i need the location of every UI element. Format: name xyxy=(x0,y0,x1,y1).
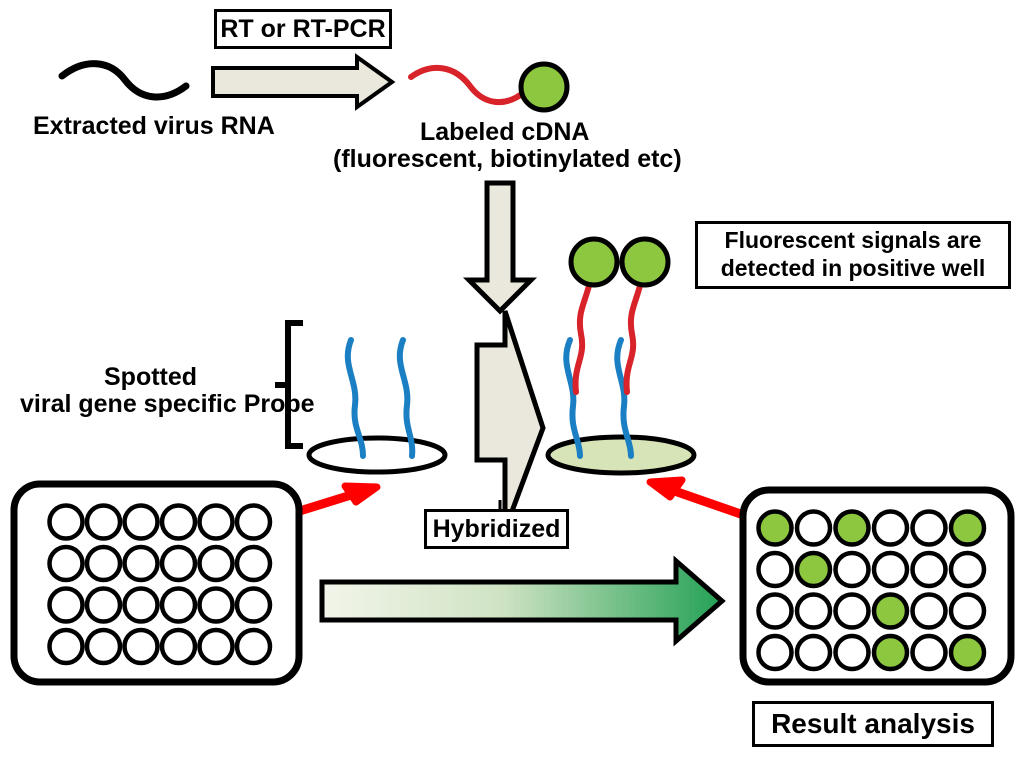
well-positive xyxy=(756,509,794,547)
well-negative xyxy=(833,633,871,672)
probe-spot-empty xyxy=(306,337,448,475)
fluorescent-signals-line2: detected in positive well xyxy=(720,255,986,281)
rt-pcr-arrow xyxy=(211,53,396,111)
well-negative xyxy=(159,503,198,541)
probe-strand-icon xyxy=(396,337,416,459)
well-positive xyxy=(871,592,910,630)
well-positive xyxy=(871,633,910,672)
well-negative xyxy=(794,509,833,547)
fluorescent-signals-box: Fluorescent signals are detected in posi… xyxy=(695,221,1011,289)
hybridized-label: Hybridized xyxy=(432,515,561,543)
well-negative xyxy=(234,544,273,583)
well-negative xyxy=(948,592,987,630)
result-analysis-label: Result analysis xyxy=(771,708,975,740)
well-negative xyxy=(84,503,123,541)
well-negative xyxy=(47,503,85,541)
fluorescent-signals-line1: Fluorescent signals are xyxy=(724,227,982,254)
well-negative xyxy=(197,503,235,541)
well-negative xyxy=(122,586,160,624)
probe-strand-icon xyxy=(614,337,634,459)
well-negative xyxy=(756,592,794,630)
spotted-probe-label-line1: Spotted xyxy=(104,363,198,391)
spotted-probe-bracket xyxy=(275,320,303,449)
well-negative xyxy=(159,627,198,666)
well-negative xyxy=(47,544,85,583)
labeled-cdna-strand xyxy=(408,61,570,113)
extracted-rna-label: Extracted virus RNA xyxy=(33,112,275,140)
result-analysis-box: Result analysis xyxy=(752,701,994,747)
well-negative xyxy=(47,586,85,624)
cdna-strand-icon xyxy=(572,265,595,395)
hybridize-arrow xyxy=(474,310,546,531)
well-negative xyxy=(871,509,910,547)
well-negative xyxy=(197,544,235,583)
probe-spot-hybridized xyxy=(545,236,697,476)
probe-strand-icon xyxy=(344,337,366,459)
well-negative xyxy=(84,627,123,666)
well-negative xyxy=(910,633,948,672)
well-negative xyxy=(197,627,235,666)
well-negative xyxy=(871,550,910,589)
well-negative xyxy=(756,633,794,672)
well-negative xyxy=(234,586,273,624)
spotted-probe-label-line2: viral gene specific Probe xyxy=(20,390,315,418)
result-plate-wells xyxy=(756,509,987,672)
well-negative xyxy=(47,627,85,666)
well-negative xyxy=(234,503,273,541)
fluorescent-tag-icon xyxy=(568,236,620,288)
well-negative xyxy=(756,550,794,589)
well-positive xyxy=(794,550,833,589)
cdna-strand-icon xyxy=(623,265,646,395)
well-negative xyxy=(159,586,198,624)
well-negative xyxy=(84,544,123,583)
well-positive xyxy=(833,509,871,547)
well-negative xyxy=(122,544,160,583)
extracted-rna-strand xyxy=(58,60,190,101)
well-negative xyxy=(910,550,948,589)
well-positive xyxy=(948,633,987,672)
well-negative xyxy=(833,550,871,589)
well-negative xyxy=(84,586,123,624)
well-negative xyxy=(234,627,273,666)
probe-strand-icon xyxy=(563,337,583,459)
fluorescent-tag-icon xyxy=(518,61,570,113)
well-negative xyxy=(122,627,160,666)
well-negative xyxy=(833,592,871,630)
well-negative xyxy=(910,509,948,547)
well-negative xyxy=(794,633,833,672)
well-negative xyxy=(794,592,833,630)
apply-down-arrow xyxy=(462,180,538,315)
rt-pcr-label: RT or RT-PCR xyxy=(220,15,386,43)
blank-plate-wells xyxy=(47,503,273,666)
well-positive xyxy=(948,509,987,547)
well-negative xyxy=(159,544,198,583)
labeled-cdna-label-line1: Labeled cDNA xyxy=(420,118,590,146)
fluorescent-tag-icon xyxy=(619,236,671,288)
well-negative xyxy=(197,586,235,624)
hybridized-label-box: Hybridized xyxy=(424,509,569,549)
well-negative xyxy=(910,592,948,630)
labeled-cdna-label-line2: (fluorescent, biotinylated etc) xyxy=(333,145,682,173)
well-negative xyxy=(948,550,987,589)
result-analysis-arrow xyxy=(319,555,726,647)
well-negative xyxy=(122,503,160,541)
rt-pcr-label-box: RT or RT-PCR xyxy=(214,9,392,49)
